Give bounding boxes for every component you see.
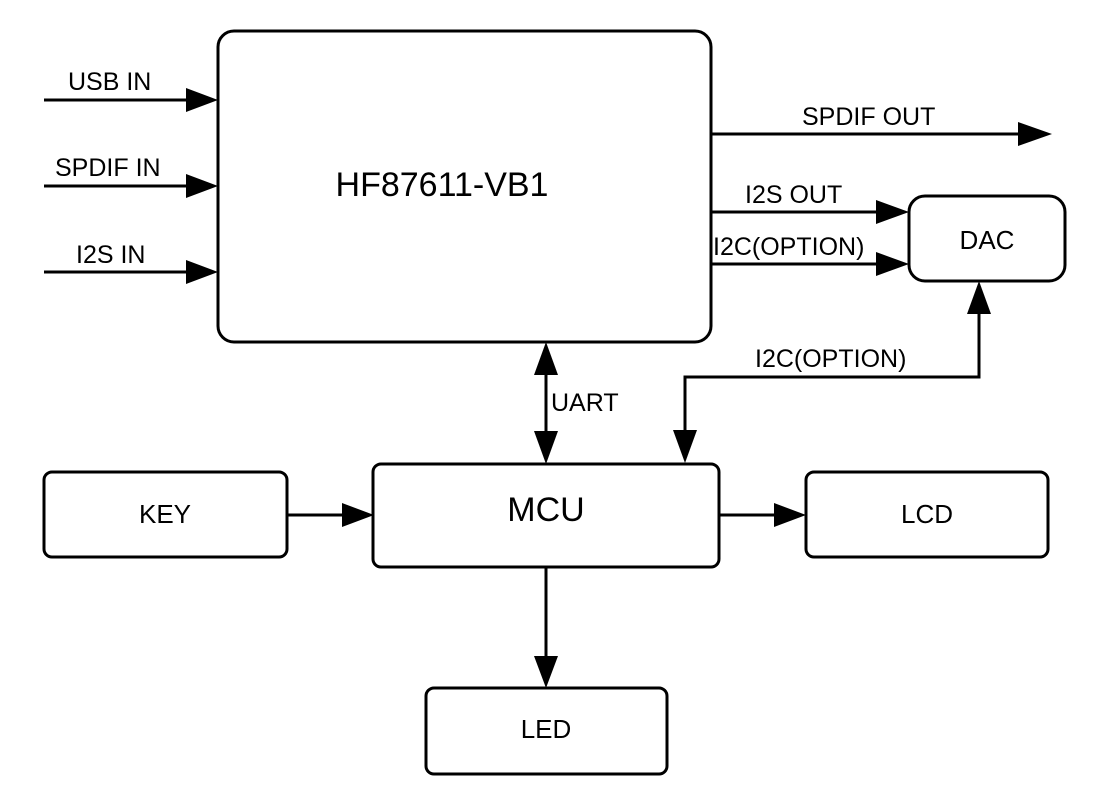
uart-label: UART (551, 389, 619, 417)
key-block: KEY (42, 470, 289, 559)
mcu-to-led-arrow (534, 567, 558, 688)
spdif-out-arrow: SPDIF OUT (711, 103, 1052, 146)
lcd-block: LCD (804, 470, 1050, 559)
i2c-option-dac-arrow: I2C(OPTION) (711, 233, 909, 276)
i2s-out-label: I2S OUT (745, 181, 842, 209)
mcu-label: MCU (507, 491, 584, 529)
i2c-option-mid-label: I2C(OPTION) (755, 345, 906, 373)
mcu-block: MCU (371, 462, 721, 569)
i2c-option-top-label: I2C(OPTION) (713, 233, 864, 261)
i2s-in-arrow: I2S IN (44, 241, 218, 284)
spdif-out-label: SPDIF OUT (802, 103, 935, 131)
dac-block: DAC (907, 194, 1067, 283)
i2s-in-label: I2S IN (76, 241, 145, 269)
key-to-mcu-arrow (287, 503, 374, 527)
main-chip-label: HF87611-VB1 (336, 166, 549, 204)
uart-arrow: UART (534, 342, 619, 464)
led-label: LED (521, 714, 572, 744)
i2s-out-arrow: I2S OUT (711, 181, 909, 224)
i2c-option-mcu-dac-arrow: I2C(OPTION) (673, 281, 991, 463)
spdif-in-label: SPDIF IN (55, 154, 161, 182)
usb-in-arrow: USB IN (44, 68, 218, 112)
dac-label: DAC (960, 225, 1015, 255)
spdif-in-arrow: SPDIF IN (44, 154, 218, 198)
led-block: LED (424, 686, 669, 776)
main-chip-block: HF87611-VB1 (216, 29, 713, 344)
lcd-label: LCD (901, 499, 953, 529)
mcu-to-lcd-arrow (719, 503, 806, 527)
usb-in-label: USB IN (68, 68, 151, 96)
key-label: KEY (139, 499, 191, 529)
